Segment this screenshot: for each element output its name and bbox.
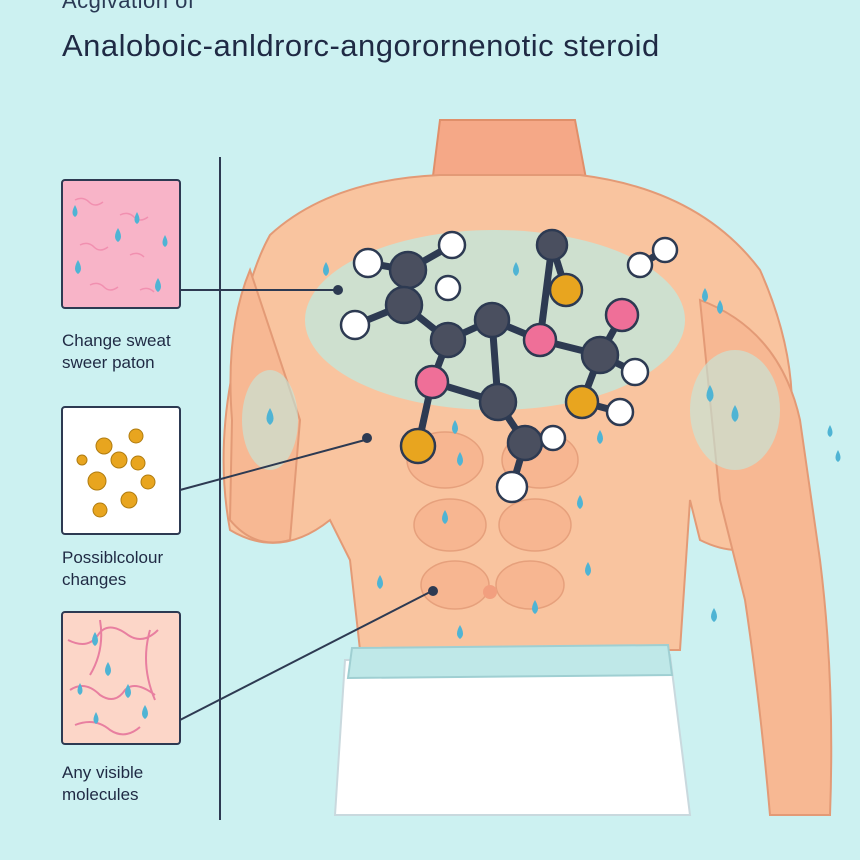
title-line-2: Analoboic-anldrorc-angorornenotic steroi… [62,28,660,63]
water-drop-icon [125,684,131,698]
atom-orange [399,427,437,465]
water-drop-icon [92,632,98,646]
atom-white [434,274,462,302]
water-drop-icon [706,385,714,402]
water-drop-icon [717,300,723,314]
pointer-dot-icon [333,285,343,295]
atom-white [352,247,384,279]
atom-white [620,357,650,387]
title-line-1: Acgivation of [62,0,195,13]
panel-sweat-swatch [61,179,181,309]
atom-pink [414,364,450,400]
panel-molecules-swatch [61,611,181,745]
atom-orange [548,272,584,308]
water-drop-icon [162,235,168,247]
atom-dark [478,382,518,422]
water-drop-icon [711,608,717,622]
water-drop-icon [513,262,519,276]
atom-dark [429,321,467,359]
panel-colour-swatch [61,406,181,535]
water-drop-icon [77,683,83,695]
water-drop-icon [452,420,458,434]
shorts [333,653,692,816]
water-drop-icon [827,425,833,437]
water-drop-icon [457,625,463,639]
atom-dark [473,301,511,339]
atom-dark [506,424,544,462]
navel [483,585,497,599]
water-drop-icon [577,495,583,509]
water-drop-icon [134,212,140,224]
sweat-drops [266,262,841,639]
atom-white [626,251,654,279]
water-drop-icon [115,228,121,242]
water-drop-icon [105,662,111,676]
atom-dark [580,335,620,375]
water-drop-icon [585,562,591,576]
water-drop-icon [377,575,383,589]
atom-white [495,470,529,504]
panel-colour-label-line2: changes [62,570,127,589]
water-drop-icon [835,450,841,462]
water-drop-icon [597,430,603,444]
atom-white [605,397,635,427]
water-drop-icon [72,205,78,217]
atom-pink [604,297,640,333]
atom-white [437,230,467,260]
pointer-dot-icon [362,433,372,443]
panel-colour-label-line1: Possiblcolour [62,548,164,567]
leader-line-molecules [179,591,431,721]
leader-line-colour [179,439,366,491]
atom-orange [564,384,600,420]
water-drop-icon [532,600,538,614]
leader-lines [179,289,431,721]
atom-dark [388,250,428,290]
panel-molecules-label: Any visible molecules [62,762,242,806]
water-drop-icon [702,288,708,302]
panel-molecules-label-line1: Any visible [62,763,144,782]
panel-sweat-label-line1: Change sweat [62,331,171,350]
panel-sweat-label-line2: sweer paton [62,353,155,372]
shorts-waistband [346,643,674,680]
molecule-atoms [339,228,679,504]
atom-white [651,236,679,264]
atom-dark [384,285,424,325]
panel-sweat-label: Change sweat sweer paton [62,330,242,374]
atom-white [339,309,371,341]
pointer-dot-icon [428,586,438,596]
water-drop-icon [442,510,448,524]
water-drop-icon [266,408,274,425]
water-drop-icon [142,705,148,719]
water-drop-icon [731,405,739,422]
panel-colour-label: Possiblcolour changes [62,547,242,591]
water-drop-icon [457,452,463,466]
water-drop-icon [155,278,161,292]
atom-pink [522,322,558,358]
water-drop-icon [323,262,329,276]
water-drop-icon [75,260,81,274]
atom-dark [535,228,569,262]
atom-white [539,424,567,452]
panel-molecules-label-line2: molecules [62,785,139,804]
water-drop-icon [93,712,99,724]
